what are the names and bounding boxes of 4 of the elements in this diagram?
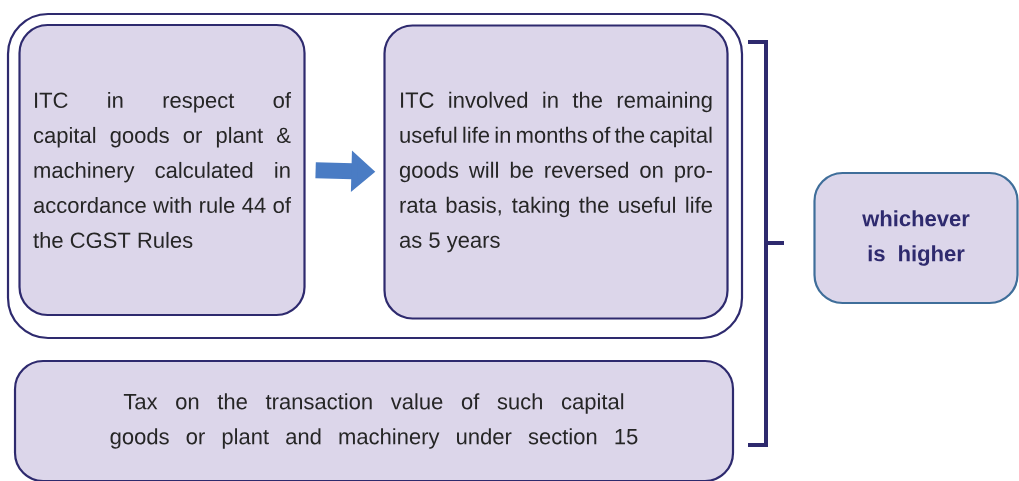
text-box: ITC in respect of capital goods or plant & machinery calculated in accordance with rule 44 of the CGST Rules <box>18 23 306 317</box>
text-box: ITC involved in the remaining useful life in months of the capital goods will be reversed on pro-rata basis, taking the useful life as 5 years <box>383 24 729 320</box>
text-box: whichever is higher <box>813 171 1019 305</box>
text-box: Tax on the transaction value of such capital goods or plant and machinery under section 15 <box>13 359 735 481</box>
